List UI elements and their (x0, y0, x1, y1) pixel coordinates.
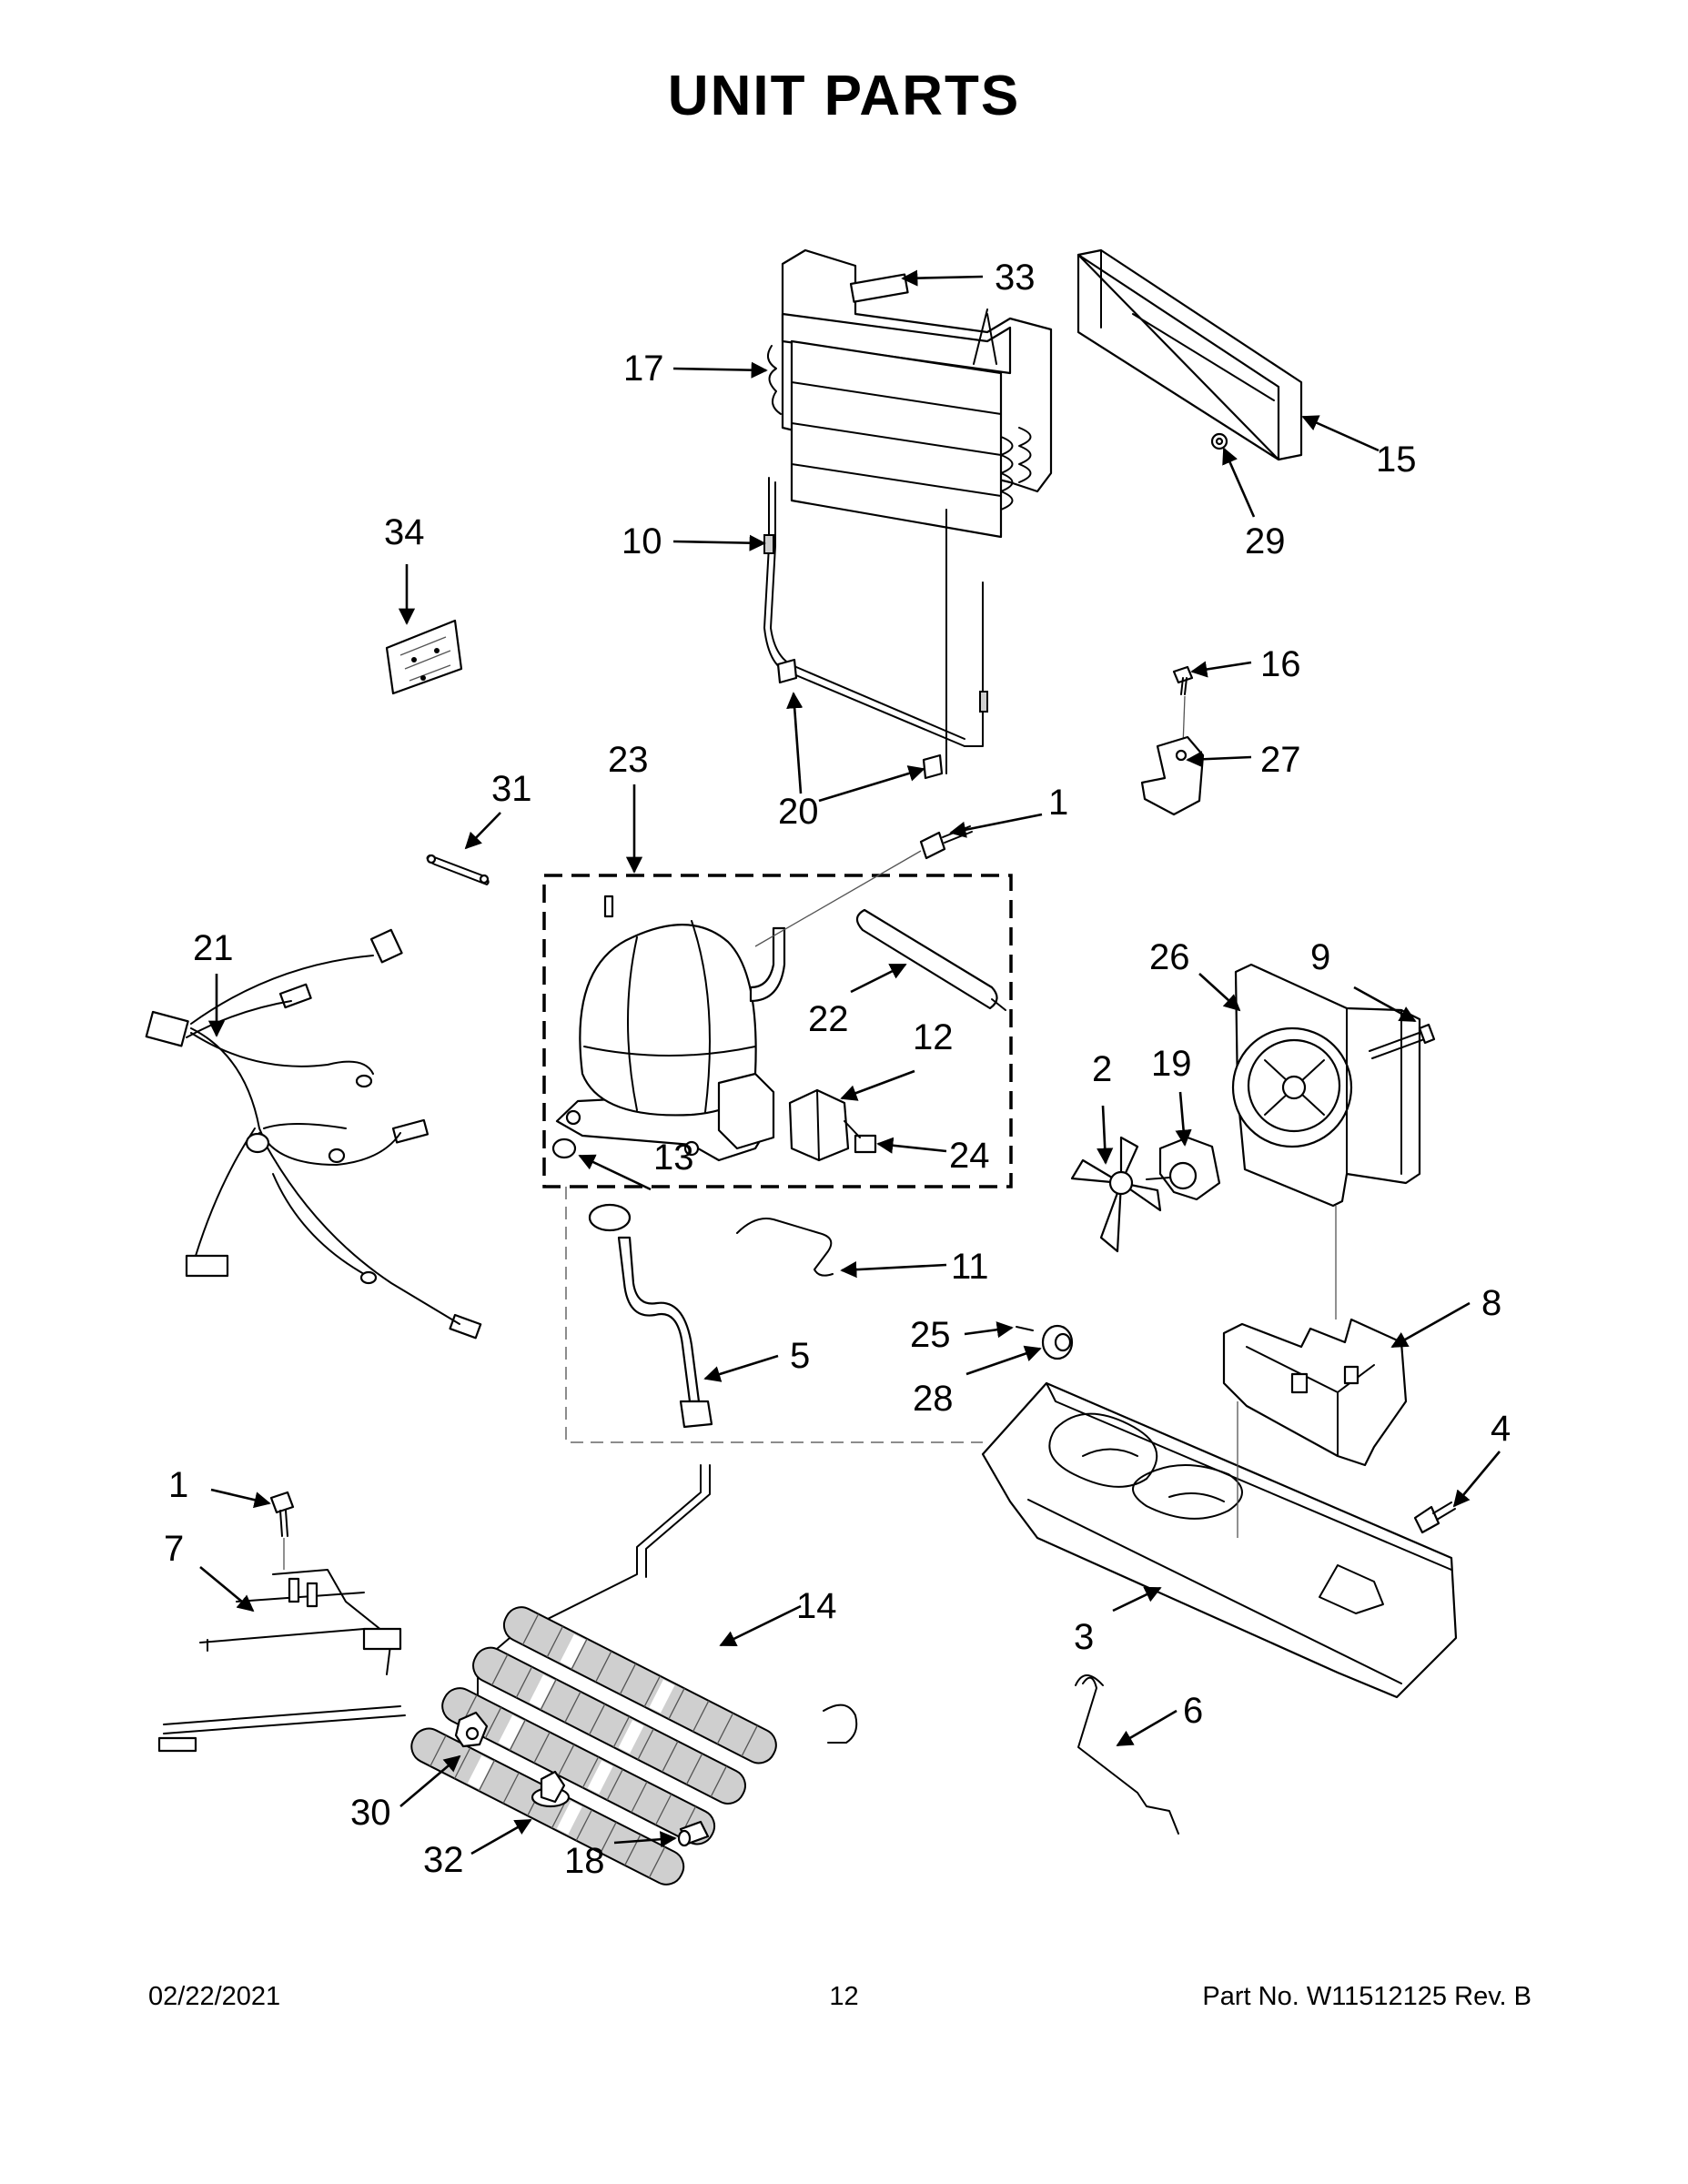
page-title: UNIT PARTS (667, 65, 1021, 127)
callout-9: 9 (1310, 937, 1330, 977)
tubing-10 (763, 477, 988, 780)
screw-4 (1413, 1502, 1456, 1534)
pin-25 (1016, 1326, 1034, 1331)
grommet-13 (551, 1138, 577, 1159)
callout-16: 16 (1260, 644, 1301, 684)
callout-26: 26 (1149, 937, 1190, 977)
drier-22 (855, 908, 1006, 1011)
fan-bracket-8 (1222, 1318, 1408, 1467)
screw-1-lower (269, 1491, 295, 1537)
condenser-14 (410, 1464, 858, 1886)
callout-5: 5 (790, 1336, 810, 1376)
callout-32: 32 (423, 1840, 464, 1880)
leader-arrows (199, 269, 1501, 1855)
reference-line (565, 1187, 983, 1443)
callout-19: 19 (1151, 1044, 1192, 1084)
callout-15: 15 (1376, 440, 1417, 480)
callout-2: 2 (1092, 1049, 1112, 1089)
wire-harness-21 (145, 928, 482, 1340)
callout-25: 25 (910, 1315, 951, 1355)
callout-17: 17 (623, 349, 664, 389)
callout-10: 10 (622, 521, 662, 561)
compressor (555, 895, 786, 1162)
callout-7: 7 (164, 1529, 184, 1569)
callout-8: 8 (1481, 1283, 1501, 1323)
callout-28: 28 (913, 1379, 954, 1419)
callout-33: 33 (995, 258, 1036, 298)
callout-31: 31 (491, 769, 532, 809)
clip-30 (454, 1711, 489, 1748)
bracket-27 (1140, 735, 1205, 816)
callout-27: 27 (1260, 740, 1301, 780)
callout-30: 30 (350, 1793, 391, 1833)
fan-shroud-26 (1231, 963, 1421, 1208)
callout-23: 23 (608, 740, 649, 780)
callout-18: 18 (564, 1841, 605, 1881)
cap-24 (854, 1134, 877, 1154)
link-31 (426, 854, 490, 885)
clip-11 (736, 1218, 834, 1277)
callout-24: 24 (949, 1136, 990, 1176)
callout-1-lower: 1 (168, 1465, 188, 1505)
callout-11: 11 (951, 1247, 989, 1287)
fan-blade-2 (1070, 1136, 1162, 1253)
base-pan-3 (981, 1381, 1458, 1699)
callout-20: 20 (778, 792, 819, 832)
callout-6: 6 (1183, 1691, 1203, 1731)
grommet-28 (1041, 1324, 1074, 1360)
callout-34: 34 (384, 512, 425, 552)
footer-date: 02/22/2021 (148, 1982, 281, 2011)
callout-22: 22 (808, 999, 849, 1039)
start-relay-12 (788, 1088, 850, 1162)
evaporator-assembly (767, 248, 1053, 539)
control-board (385, 619, 463, 695)
footer-part-number: Part No. W11512125 Rev. B (1202, 1982, 1531, 2011)
callout-14: 14 (796, 1586, 837, 1626)
grommet-32 (531, 1770, 571, 1808)
screw-16 (1172, 665, 1194, 695)
callout-1-upper: 1 (1048, 783, 1068, 823)
callout-3: 3 (1074, 1617, 1094, 1657)
compressor-group-box (542, 874, 1013, 1188)
callout-29: 29 (1245, 521, 1286, 561)
screw-9 (1369, 1023, 1436, 1059)
wire-harness-7 (157, 1569, 406, 1753)
callout-12: 12 (913, 1017, 954, 1057)
callout-labels: 33 17 15 29 10 34 16 27 20 23 31 1 21 26… (164, 258, 1511, 1881)
footer-page-number: 12 (829, 1982, 859, 2011)
drain-tube-5 (588, 1203, 713, 1429)
duct-cover (1076, 248, 1303, 461)
sleeve-18 (677, 1820, 710, 1847)
callout-13: 13 (653, 1138, 694, 1178)
tube-6 (1075, 1674, 1179, 1835)
callout-4: 4 (1491, 1409, 1511, 1449)
callout-21: 21 (193, 928, 234, 968)
